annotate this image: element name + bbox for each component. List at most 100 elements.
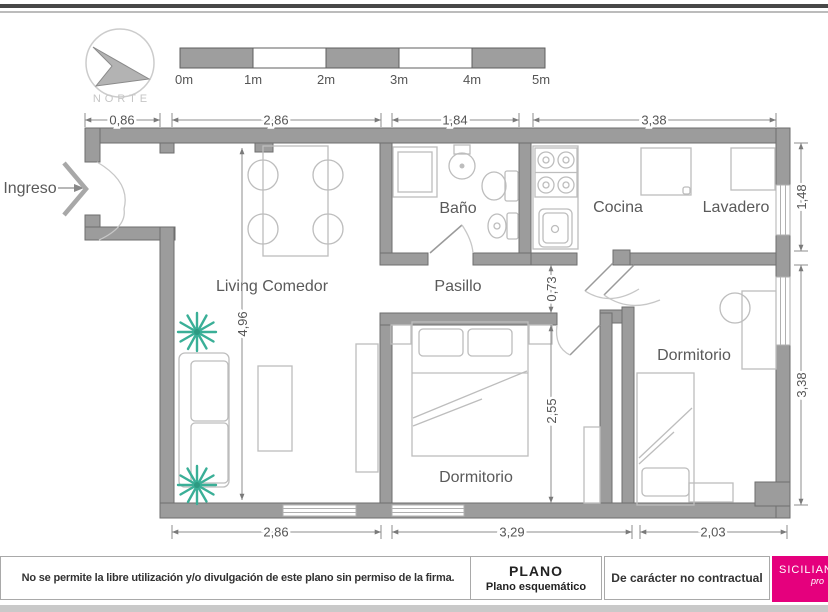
scale-tick-2: 2m [317,72,335,87]
pillow [418,328,464,357]
top-border-light [0,11,828,13]
disclaimer-text: No se permite la libre utilización y/o d… [21,572,455,584]
chair [719,292,751,324]
pillow [467,328,513,357]
window-bedroom-center [391,504,465,517]
pillow [641,467,690,497]
fridge [640,147,692,196]
dim-hall-width: 0,73 [542,265,562,313]
single-bed [636,372,695,506]
svg-text:0,73: 0,73 [544,276,559,301]
window-living [282,504,357,517]
dim-top-2: 1,84 [391,110,520,130]
dim-top-0: 0,86 [84,110,161,130]
wall-kitchen-bottom [530,252,578,266]
bedroom-right-door [603,264,661,307]
brand-logo: SICILIAN pro [772,556,828,602]
scale-tick-4: 4m [463,72,481,87]
entrance-arrow [58,161,89,217]
bottom-strip [0,605,828,612]
tv-cabinet [355,343,379,473]
bath-sink [448,144,476,180]
plant-icon [176,311,218,353]
dim-right-1: 3,38 [792,264,812,506]
svg-text:2,86: 2,86 [263,525,288,540]
wall-left-upper [84,127,101,163]
svg-text:3,38: 3,38 [794,372,809,397]
brand-name: SICILIAN [779,564,828,576]
svg-text:4,96: 4,96 [235,311,250,336]
wall-bath-bottom-left [379,252,429,266]
room-label-bedroom-right: Dormitorio [657,347,731,364]
north-circle [85,28,155,98]
dim-bottom-0: 2,86 [171,522,382,542]
sofa [178,352,230,488]
shower [392,146,438,198]
wall-bedroom-right [599,312,613,504]
desk [719,290,777,370]
room-label-laundry: Lavadero [703,199,770,216]
plan-title-box: PLANO Plano esquemático [470,556,602,600]
dim-bottom-1: 3,29 [391,522,633,542]
disclaimer-box: No se permite la libre utilización y/o d… [0,556,476,600]
contract-note-text: De carácter no contractual [611,571,763,585]
wall-bath-left [379,142,393,266]
bath-door [429,224,474,254]
plant-icon [176,464,218,506]
washing-machine [730,147,776,191]
scale-tick-5: 5m [532,72,550,87]
chair [312,213,344,245]
plan-subtitle: Plano esquemático [485,581,587,593]
footer: No se permite la libre utilización y/o d… [0,556,828,602]
wall-kitchen-door-post [612,249,631,266]
scale-tick-3: 3m [390,72,408,87]
bidet [487,212,519,240]
window-bedroom-right [775,276,791,346]
dim-bottom-2: 2,03 [639,522,788,542]
dim-top-3: 3,38 [532,110,777,130]
scale-tick-0: 0m [175,72,193,87]
wall-bedroom-top [379,312,558,326]
wall-stub-a [159,142,175,154]
kitchen-door [584,262,640,300]
double-bed [411,321,529,457]
north-arrow-icon [92,46,151,87]
room-label-bedroom-center: Dormitorio [439,469,513,486]
wall-bottom [159,502,791,519]
kitchen-counter [532,145,579,250]
wall-top [84,127,791,144]
kitchen-sink [538,208,573,248]
room-label-entrance: Ingreso [3,180,56,197]
scale-tick-1: 1m [244,72,262,87]
room-label-hall: Pasillo [434,278,481,295]
wall-bedroom-left [379,312,393,504]
dim-right-0: 1,48 [792,142,812,252]
svg-text:2,03: 2,03 [700,525,725,540]
wall-bath-right [518,142,532,266]
bedroom-center-door [555,324,601,356]
windows [282,184,791,517]
dim-top-1: 2,86 [171,110,382,130]
brand-sub: pro [810,576,824,586]
floor-plan-drawing: NORTE 0m 1m 2m 3m 4m 5m [3,28,812,542]
chair [247,159,279,191]
dim-living-height: 4,96 [233,148,253,500]
wall-dorm-left [621,306,635,504]
north-indicator: NORTE [85,28,155,105]
entry-door [96,161,126,241]
wall-bath-bottom-right [472,252,532,266]
top-border-dark [0,4,828,8]
entrance-arrowhead-icon [74,184,84,192]
window-laundry [775,184,791,236]
room-label-bath: Baño [439,200,476,217]
plan-title: PLANO [509,563,563,579]
room-label-kitchen: Cocina [593,199,643,216]
shelf [583,426,601,504]
room-label-living: Living Comedor [216,278,329,295]
wall-entry-bottom [84,226,176,241]
wall-left-living [159,226,175,519]
svg-text:3,38: 3,38 [641,113,666,128]
dim-bedroom-height: 2,55 [542,325,562,503]
entry-chevron-icon [62,161,89,217]
